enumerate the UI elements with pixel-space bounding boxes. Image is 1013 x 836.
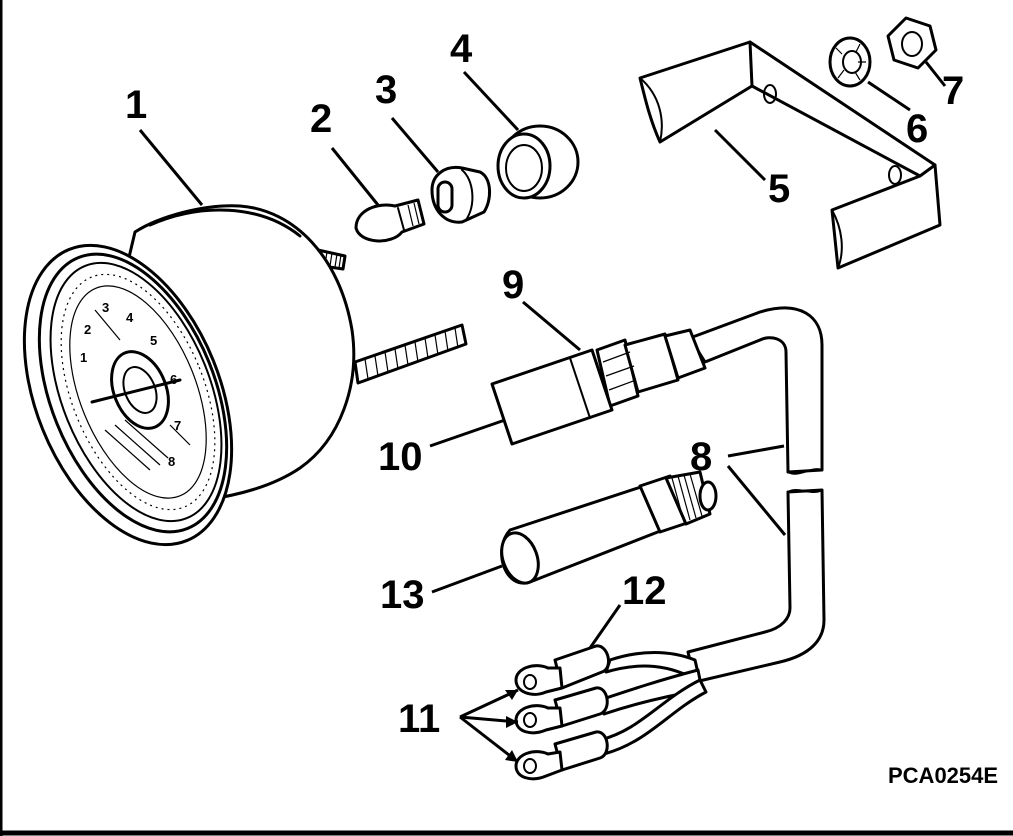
cable-connector	[595, 328, 707, 408]
cable-assembly	[686, 306, 826, 684]
figure-code: PCA0254E	[888, 763, 998, 788]
dial-number-3: 3	[102, 300, 109, 315]
callout-10: 10	[378, 435, 423, 479]
callout-9: 9	[502, 263, 524, 307]
callout-7: 7	[942, 69, 964, 113]
lock-washer	[828, 36, 872, 88]
callout-3: 3	[375, 68, 397, 112]
dial-number-6: 6	[170, 372, 177, 387]
dial-number-1: 1	[80, 350, 87, 365]
callout-4: 4	[450, 27, 473, 71]
callout-11: 11	[398, 697, 440, 741]
dial-number-8: 8	[168, 454, 175, 469]
wire-leads	[598, 651, 708, 756]
threaded-sensor	[638, 470, 718, 534]
callout-13: 13	[380, 573, 425, 617]
sensor-sleeve	[500, 482, 670, 585]
callout-12: 12	[622, 569, 667, 613]
hex-nut	[886, 16, 938, 70]
callout-6: 6	[906, 107, 928, 151]
dial-number-4: 4	[126, 310, 134, 325]
bulb-socket	[430, 165, 491, 224]
callout-8: 8	[690, 435, 712, 479]
bulb	[354, 198, 426, 243]
callout-5: 5	[768, 167, 790, 211]
callout-1: 1	[125, 83, 147, 127]
ring-terminals	[514, 664, 564, 781]
tachometer-gauge: 1 2 3 4 5 6 7 8	[22, 204, 468, 547]
dial-number-2: 2	[84, 322, 91, 337]
mounting-bracket	[638, 40, 942, 270]
callout-2: 2	[310, 97, 332, 141]
mounting-stud-lower	[353, 323, 468, 385]
dial-number-5: 5	[150, 333, 157, 348]
dial-number-7: 7	[174, 418, 181, 433]
terminal-insulators	[553, 644, 611, 772]
grommet	[496, 124, 580, 200]
leader-lines	[138, 61, 947, 764]
connector-boot	[490, 348, 614, 446]
